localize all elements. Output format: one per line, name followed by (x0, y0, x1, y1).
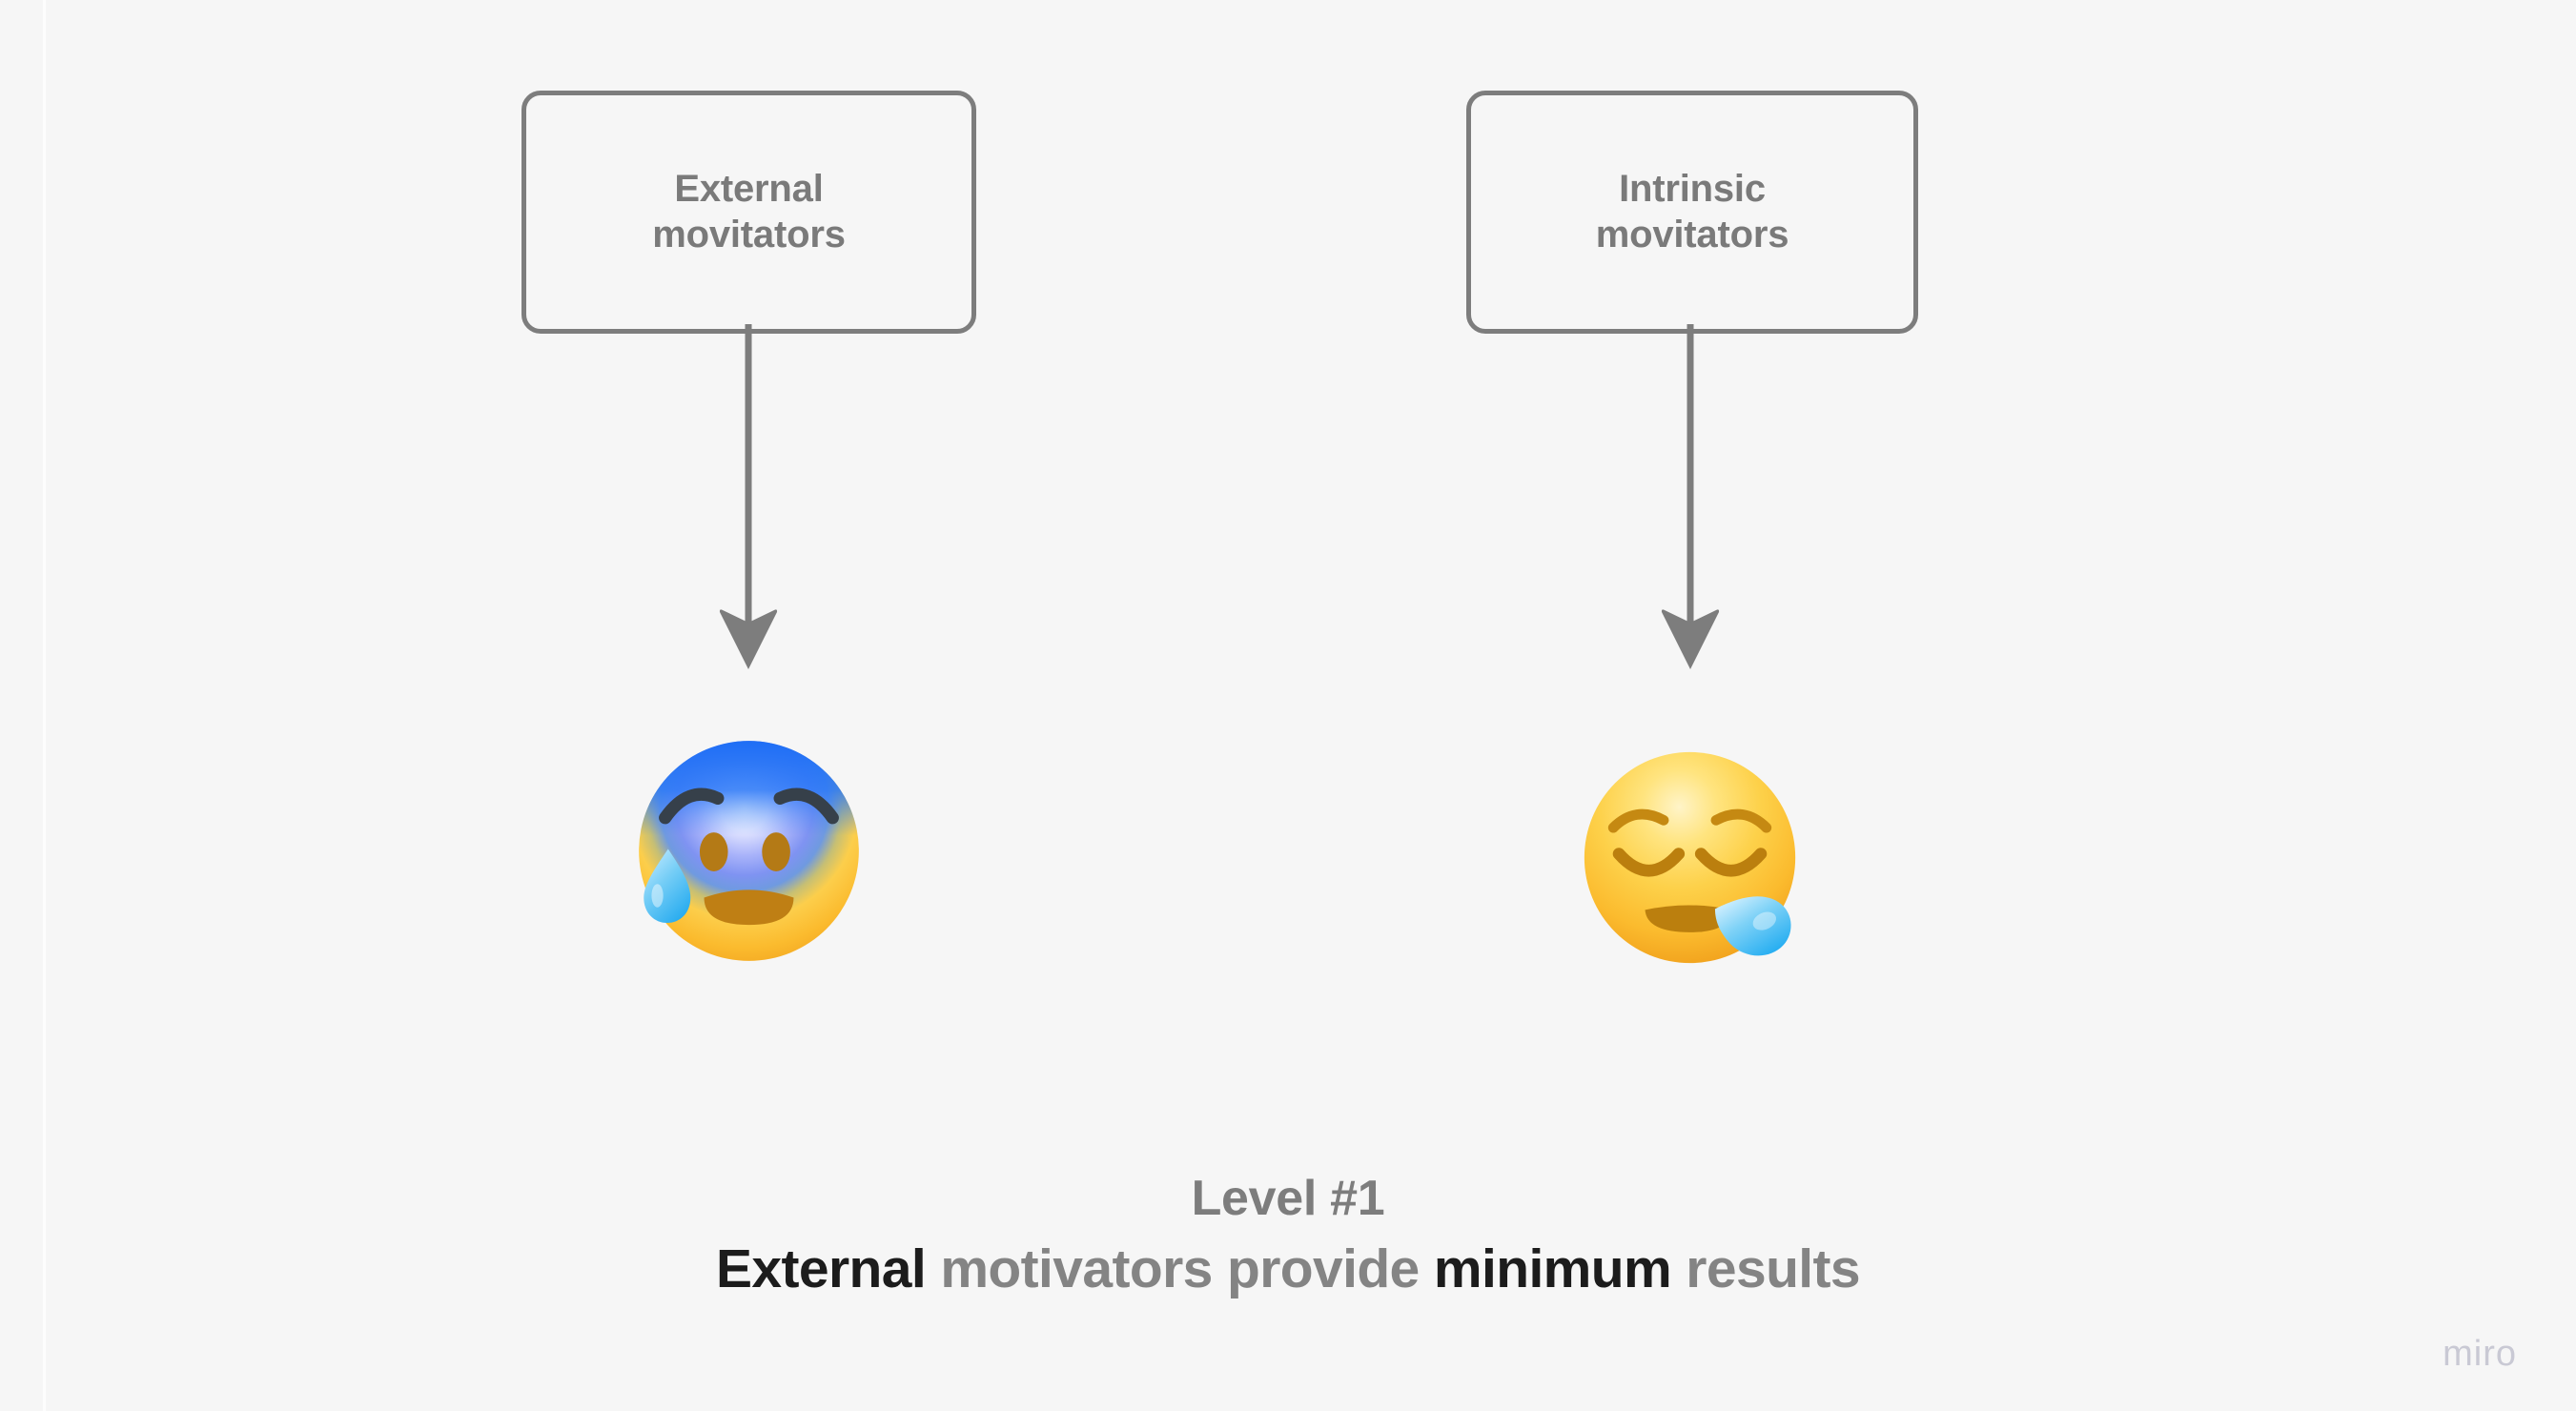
arrowhead-down-icon (1661, 609, 1720, 669)
caption-statement-text: External motivators provide minimum resu… (0, 1238, 2576, 1300)
caption-word-minimum: minimum (1433, 1238, 1672, 1300)
connector-arrow-external[interactable] (709, 324, 787, 679)
connector-arrow-intrinsic[interactable] (1651, 324, 1729, 679)
caption-words-motivators-provide: motivators provide (926, 1238, 1434, 1300)
caption-word-external: External (715, 1238, 927, 1300)
node-intrinsic-movitators-label: Intrinsic movitators (1595, 168, 1789, 256)
caption-word-results: results (1671, 1238, 1861, 1300)
node-external-movitators-label: External movitators (652, 168, 846, 256)
miro-watermark: miro (2443, 1334, 2517, 1374)
sleepy-face-emoji (1584, 751, 1796, 964)
arrowhead-down-icon (719, 609, 778, 669)
caption-level-text: Level #1 (1191, 1171, 1385, 1226)
node-intrinsic-movitators[interactable]: Intrinsic movitators (1466, 91, 1918, 334)
node-external-movitators[interactable]: External movitators (521, 91, 976, 334)
anxious-face-with-sweat-emoji (639, 741, 859, 961)
caption-block: Level #1 External motivators provide min… (0, 1171, 2576, 1300)
board-guide-line (43, 0, 46, 1411)
